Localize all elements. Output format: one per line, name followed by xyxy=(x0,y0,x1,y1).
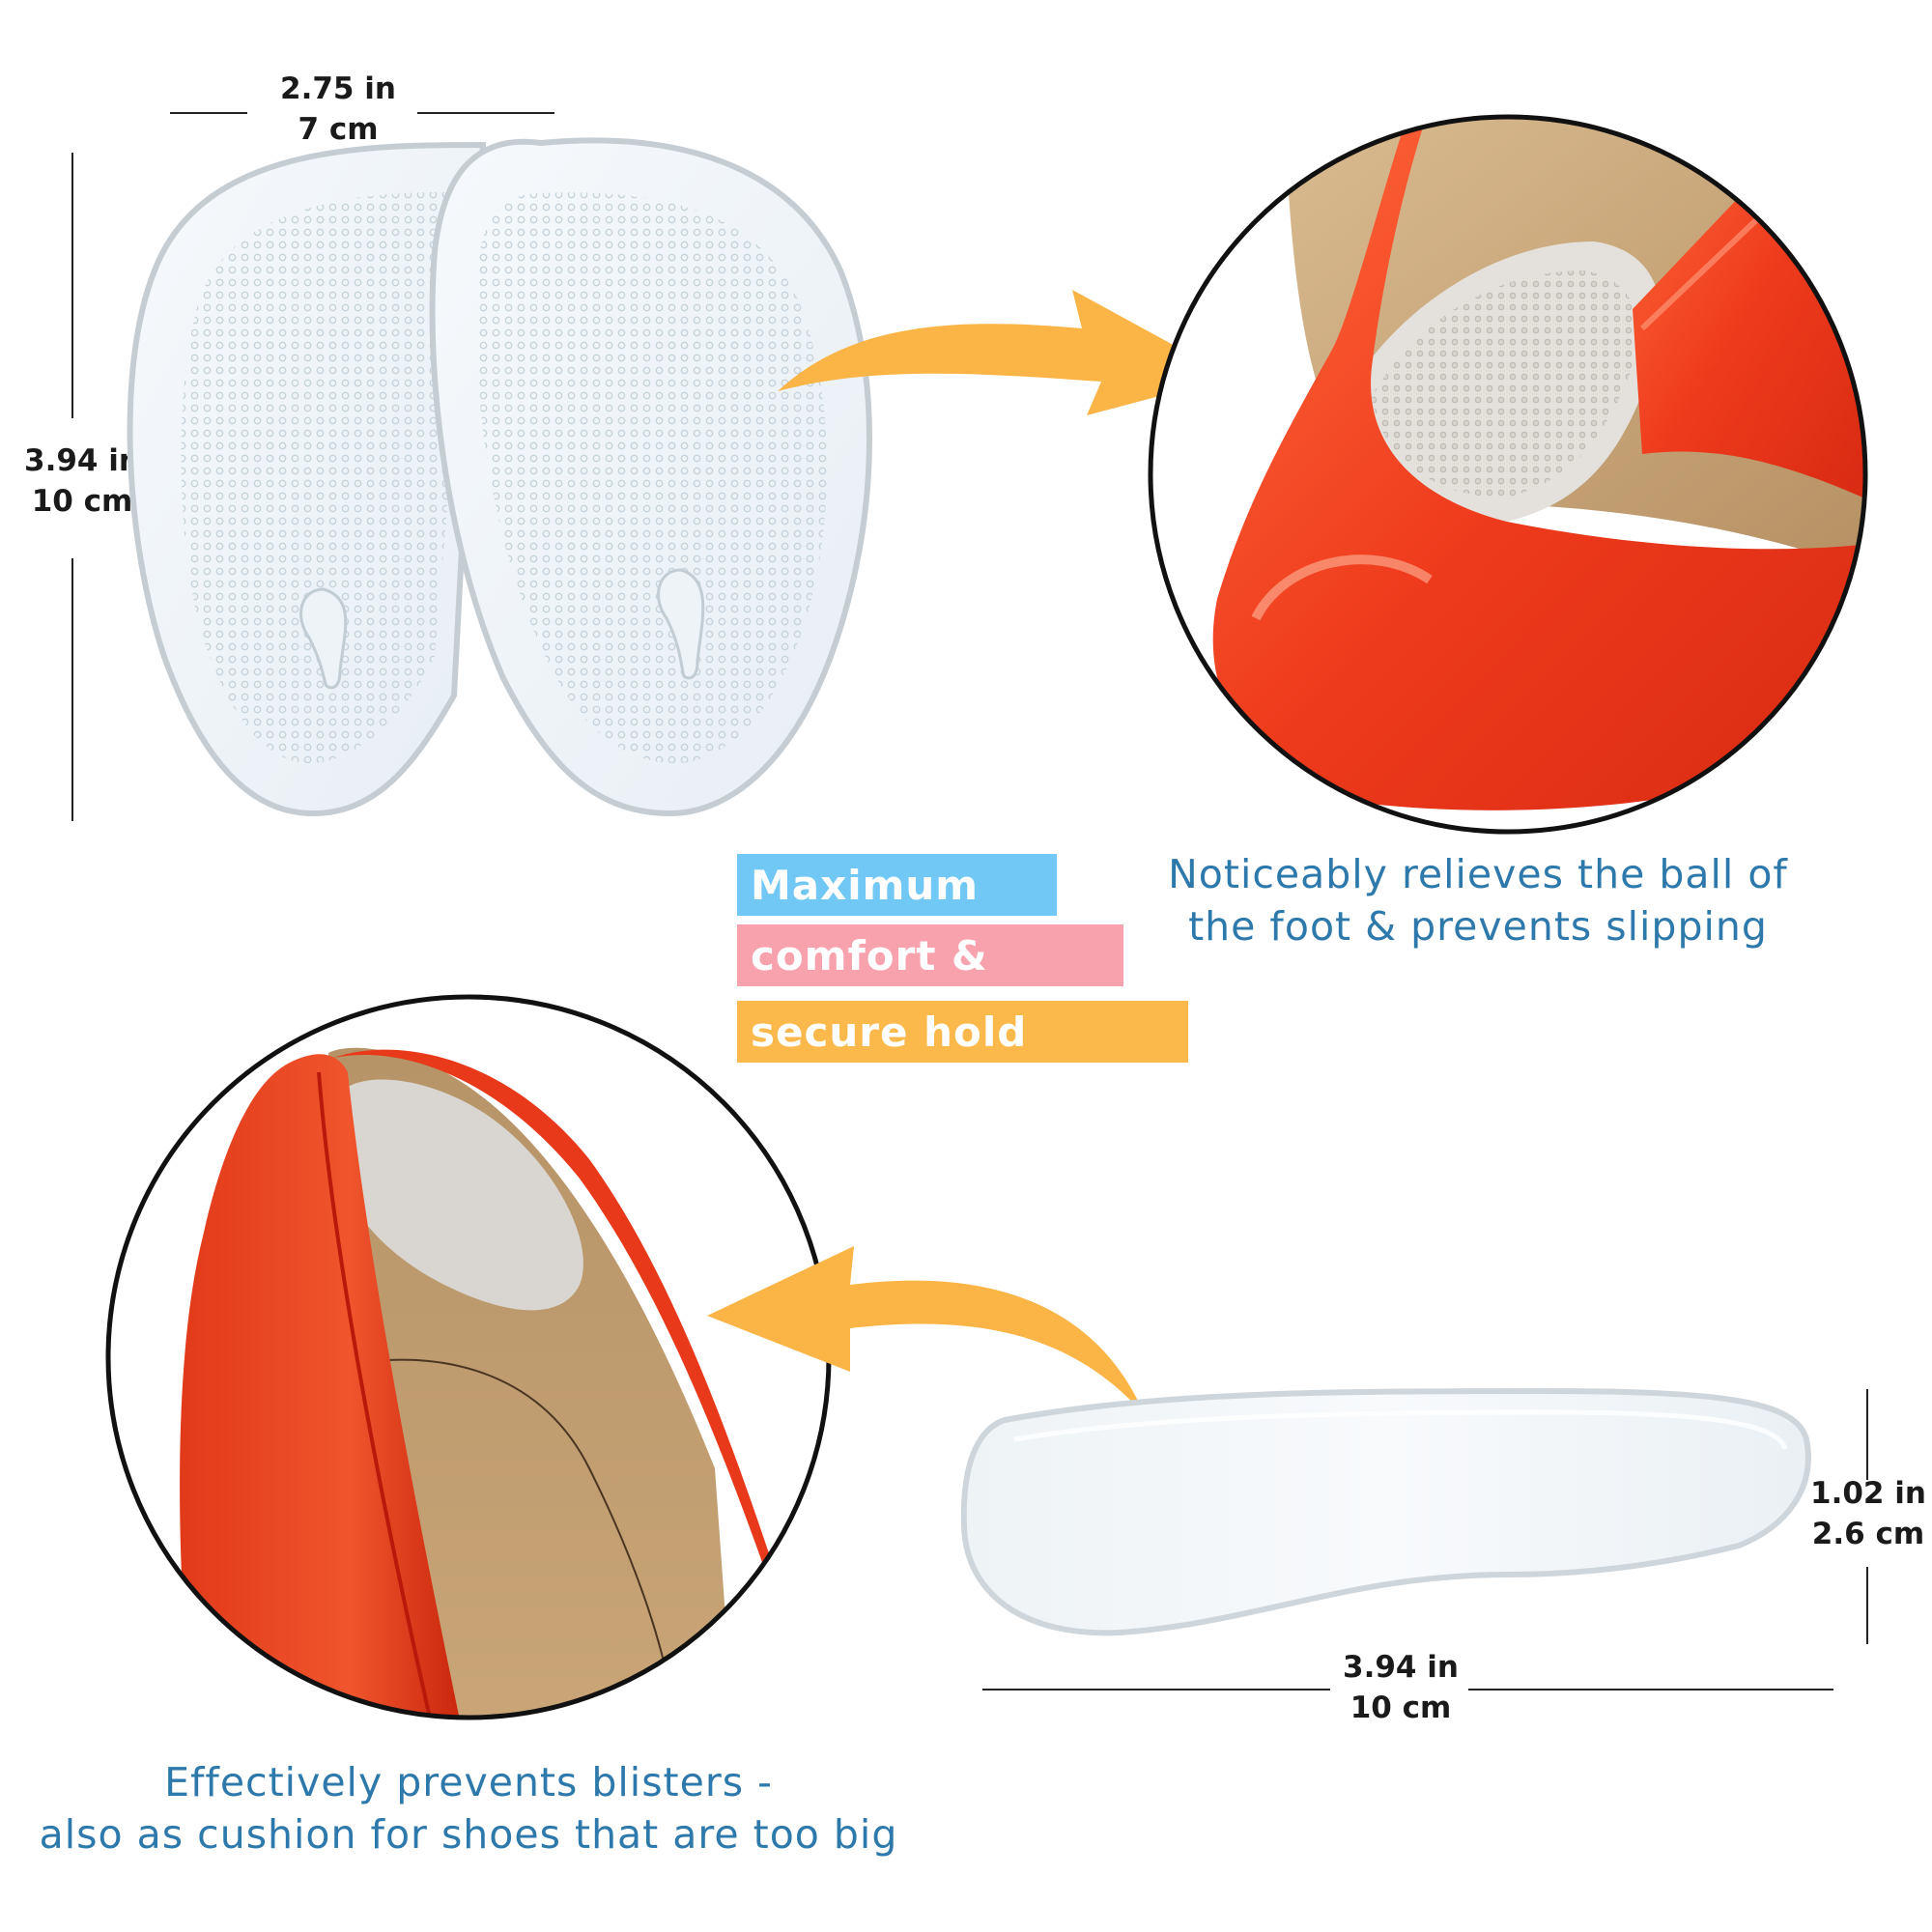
heel-caption-line2: also as cushion for shoes that are too b… xyxy=(39,1811,898,1859)
right-ball-pad xyxy=(429,137,872,817)
heel-height-dim-line-bottom xyxy=(1866,1567,1868,1644)
banner-line2: comfort & xyxy=(737,924,1123,986)
ball-pad-width-cm: 7 cm xyxy=(298,111,379,147)
banner-line3: secure hold xyxy=(737,1001,1188,1063)
heel-width-dim-line-right xyxy=(1468,1689,1833,1690)
left-ball-pad xyxy=(127,141,487,817)
ball-caption-line2: the foot & prevents slipping xyxy=(1188,903,1768,951)
banner-line1: Maximum xyxy=(737,854,1057,916)
heel-pad-height-cm: 2.6 cm xyxy=(1811,1516,1925,1551)
ball-pad-height-cm: 10 cm xyxy=(31,483,133,519)
heel-pad-width-cm: 10 cm xyxy=(1350,1690,1452,1725)
height-dim-line-top xyxy=(71,153,73,418)
ball-pad-width-in: 2.75 in xyxy=(280,71,396,106)
height-dim-line-bottom xyxy=(71,558,73,821)
ball-caption-line1: Noticeably relieves the ball of xyxy=(1168,851,1788,897)
heel-pad-height-in: 1.02 in xyxy=(1810,1476,1926,1511)
blister-caption: Effectively prevents blisters - also as … xyxy=(19,1756,918,1861)
heel-pad-width-label: 3.94 in 10 cm xyxy=(1323,1648,1478,1729)
heel-pad-height-label: 1.02 in 2.6 cm xyxy=(1804,1474,1932,1555)
heel-height-dim-line-top xyxy=(1866,1389,1868,1480)
heel-width-dim-line-left xyxy=(982,1689,1330,1690)
width-dim-line-right xyxy=(417,112,554,114)
ball-pad-height-in: 3.94 in xyxy=(24,443,140,478)
ball-relief-caption: Noticeably relieves the ball of the foot… xyxy=(1121,848,1835,952)
ball-pad-height-label: 3.94 in 10 cm xyxy=(19,441,145,523)
width-dim-line-left xyxy=(170,112,247,114)
ball-pad-width-label: 2.75 in 7 cm xyxy=(261,70,415,151)
heel-pad-width-in: 3.94 in xyxy=(1343,1650,1459,1685)
heel-caption-line1: Effectively prevents blisters - xyxy=(164,1759,773,1805)
